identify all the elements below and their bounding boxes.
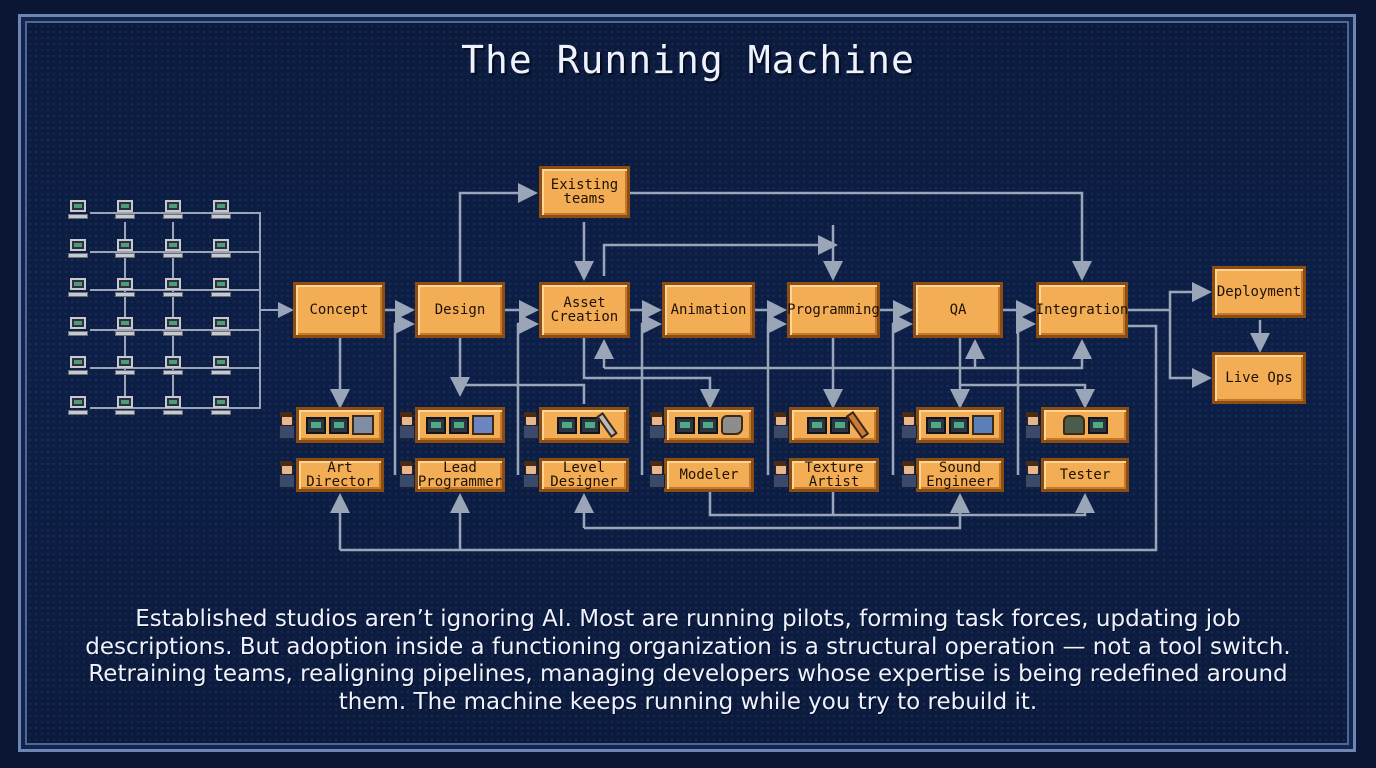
terminal-icon [211, 278, 231, 298]
person-icon [1024, 461, 1041, 488]
terminal-icon [211, 200, 231, 220]
terminal-icon [68, 317, 88, 337]
sculpt-icon [721, 415, 743, 435]
person-icon [398, 461, 415, 488]
person-icon [648, 412, 665, 439]
node-integration: Integration [1036, 282, 1128, 338]
mixer-icon [972, 415, 994, 435]
node-live-ops: Live Ops [1212, 352, 1306, 404]
person-icon [1024, 412, 1041, 439]
terminal-icon [211, 239, 231, 259]
monitor-icon [949, 416, 969, 434]
node-concept: Concept [293, 282, 385, 338]
role-tester: Tester [1041, 458, 1129, 492]
monitor-icon [557, 416, 577, 434]
terminal-icon [68, 356, 88, 376]
tools-icon [352, 415, 374, 435]
screen-frame [18, 14, 1356, 752]
monitor-icon [426, 416, 446, 434]
terminal-icon [68, 278, 88, 298]
terminal-icon [163, 317, 183, 337]
role-lead-programmer: Lead Programmer [415, 458, 505, 492]
monitor-icon [449, 416, 469, 434]
monitor-icon [306, 416, 326, 434]
terminal-icon [211, 356, 231, 376]
terminal-icon [163, 278, 183, 298]
person-icon [772, 412, 789, 439]
monitor-icon [580, 416, 600, 434]
monitor-icon [1087, 416, 1108, 434]
tray-texture-artist [789, 407, 879, 443]
monitor-icon [698, 416, 718, 434]
person-icon [278, 461, 295, 488]
terminal-icon [115, 396, 135, 416]
monitor-icon [329, 416, 349, 434]
tray-tester [1041, 407, 1129, 443]
terminal-icon [163, 200, 183, 220]
terminal-icon [68, 396, 88, 416]
terminal-icon [115, 200, 135, 220]
node-animation: Animation [662, 282, 755, 338]
person-icon [522, 412, 539, 439]
role-level-designer: Level Designer [539, 458, 629, 492]
terminal-icon [115, 317, 135, 337]
role-texture-artist: Texture Artist [789, 458, 879, 492]
tray-art-director [296, 407, 384, 443]
role-modeler: Modeler [664, 458, 754, 492]
page-title: The Running Machine [461, 38, 915, 82]
terminal-icon [115, 356, 135, 376]
person-icon [278, 412, 295, 439]
node-programming: Programming [787, 282, 880, 338]
terminal-icon [115, 278, 135, 298]
role-art-director: Art Director [296, 458, 384, 492]
person-icon [772, 461, 789, 488]
terminal-icon [163, 356, 183, 376]
tray-modeler [664, 407, 754, 443]
terminal-icon [115, 239, 135, 259]
tester-avatar-icon [1062, 415, 1085, 435]
terminal-icon [211, 396, 231, 416]
person-icon [398, 412, 415, 439]
tray-sound-engineer [916, 407, 1004, 443]
node-qa: QA [913, 282, 1003, 338]
node-design: Design [415, 282, 505, 338]
node-asset-creation: Asset Creation [539, 282, 630, 338]
node-existing-teams: Existing teams [539, 166, 630, 218]
caption-text: Established studios aren’t ignoring AI. … [85, 606, 1291, 715]
terminal-icon [163, 396, 183, 416]
role-sound-engineer: Sound Engineer [916, 458, 1004, 492]
person-icon [900, 461, 917, 488]
monitor-icon [829, 416, 850, 434]
person-icon [522, 461, 539, 488]
person-icon [648, 461, 665, 488]
terminal-icon [68, 200, 88, 220]
person-icon [900, 412, 917, 439]
monitor-icon [806, 416, 827, 434]
tablet-icon [472, 415, 494, 435]
tray-lead-programmer [415, 407, 505, 443]
monitor-icon [926, 416, 946, 434]
terminal-icon [68, 239, 88, 259]
node-deployment: Deployment [1212, 266, 1306, 318]
terminal-icon [211, 317, 231, 337]
terminal-icon [163, 239, 183, 259]
monitor-icon [675, 416, 695, 434]
tray-level-designer [539, 407, 629, 443]
